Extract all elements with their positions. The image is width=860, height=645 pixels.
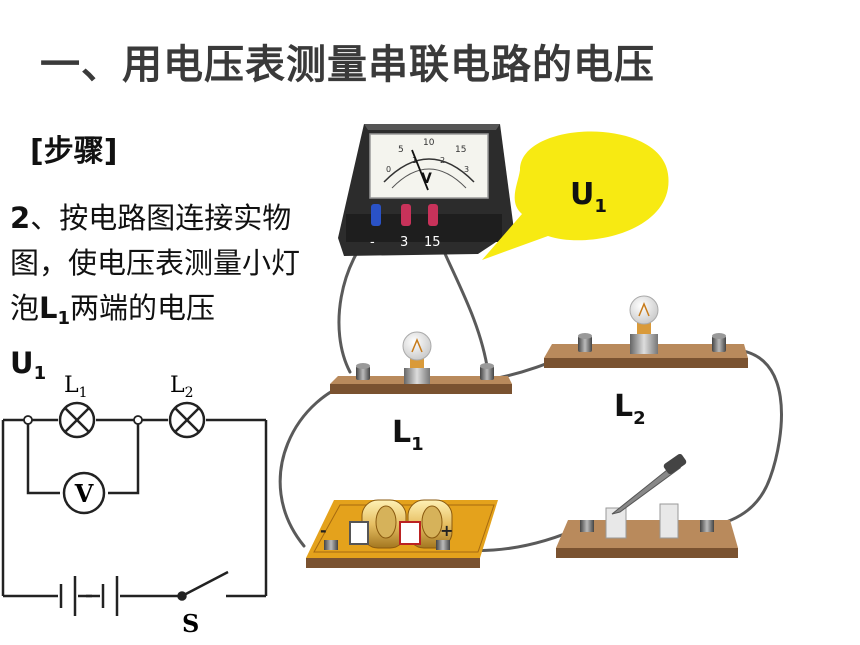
schematic-junction-left bbox=[23, 415, 33, 425]
step-text-b: 两端的电压 bbox=[70, 291, 216, 325]
lamp-board-l1 bbox=[330, 331, 512, 394]
schematic-l1-label: L1 bbox=[64, 373, 88, 401]
knife-switch bbox=[556, 453, 738, 558]
scale-label-15: 15 bbox=[455, 145, 466, 155]
scale-label-0: 0 bbox=[386, 165, 391, 174]
voltmeter-branch-left bbox=[26, 420, 60, 495]
meter-needle bbox=[411, 149, 429, 191]
lamp-board-l2 bbox=[544, 295, 748, 368]
u-letter: U bbox=[10, 346, 34, 380]
schematic-switch bbox=[177, 570, 229, 601]
scale-label-1: 1 bbox=[412, 156, 417, 165]
terminal-3-label: 3 bbox=[400, 235, 408, 250]
circuit-schematic bbox=[1, 418, 268, 598]
u1-callout: U1 bbox=[482, 131, 669, 260]
lamp-subscript: 1 bbox=[57, 308, 71, 329]
step-separator: 、 bbox=[30, 201, 60, 235]
battery-holder: - + bbox=[306, 499, 498, 568]
u-subscript: 1 bbox=[33, 363, 47, 384]
battery-plus-label: + bbox=[440, 521, 453, 540]
real-l1-label: L1 bbox=[392, 415, 424, 455]
callout-u1-label: U1 bbox=[570, 177, 607, 217]
schematic-lamp-l2 bbox=[168, 401, 206, 439]
schematic-l2-label: L2 bbox=[170, 373, 194, 401]
real-voltmeter: 5 10 15 0 1 2 3 V - 3 15 bbox=[338, 124, 514, 256]
terminal-15-knob bbox=[428, 204, 438, 226]
step-number: 2 bbox=[10, 201, 31, 235]
schematic-voltmeter bbox=[62, 471, 106, 515]
schematic-junction-right bbox=[133, 415, 143, 425]
page-title: 一、用电压表测量串联电路的电压 bbox=[40, 42, 655, 88]
scale-label-2: 2 bbox=[440, 156, 445, 165]
real-l2-label: L2 bbox=[614, 389, 646, 429]
scale-label-3: 3 bbox=[464, 165, 469, 174]
wire-l2-to-switch bbox=[710, 348, 783, 528]
voltmeter-branch-right bbox=[108, 420, 140, 495]
terminal-15-label: 15 bbox=[424, 235, 441, 250]
schematic-switch-label: S bbox=[182, 609, 199, 638]
step-heading: [步骤] bbox=[30, 134, 118, 169]
terminal-3-knob bbox=[401, 204, 411, 226]
real-voltmeter-symbol: V bbox=[421, 171, 432, 187]
scale-label-5: 5 bbox=[398, 145, 404, 155]
scale-label-10: 10 bbox=[423, 138, 435, 148]
schematic-voltmeter-label: V bbox=[74, 479, 94, 508]
step-text-a: 按电路图连接实物图，使电压表测量小灯泡 bbox=[10, 201, 301, 325]
lamp-letter: L bbox=[39, 291, 58, 325]
terminal-minus-knob bbox=[371, 204, 381, 226]
battery-minus-label: - bbox=[320, 521, 327, 540]
schematic-battery bbox=[59, 576, 119, 616]
schematic-lamp-l1 bbox=[58, 401, 96, 439]
terminal-minus-label: - bbox=[370, 235, 375, 250]
